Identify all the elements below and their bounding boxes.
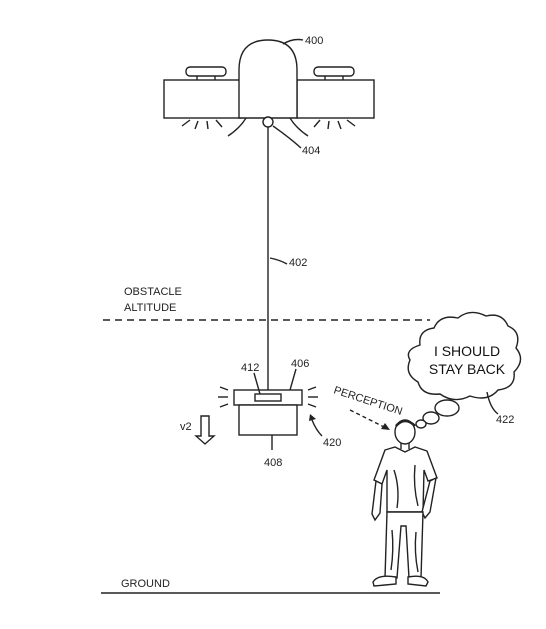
thought-cloud [407,311,522,401]
thought-line2: STAY BACK [429,361,506,377]
ref-422: 422 [496,414,514,426]
ground-label: GROUND [121,578,170,590]
velocity-label: v2 [180,421,192,433]
thought-dot-large [434,399,460,417]
leader-420 [311,419,323,437]
ref-412: 412 [241,362,259,374]
leader-402 [269,257,288,265]
uav-body [163,39,375,137]
obstacle-label-line2: ALTITUDE [124,302,176,314]
obstacle-label-line1: OBSTACLE [124,286,182,298]
ref-402: 402 [289,257,307,269]
leader-412 [253,372,261,395]
leader-404 [272,125,302,149]
ref-400: 400 [305,35,323,47]
thought-line1: I SHOULD [434,343,500,359]
ref-420: 420 [323,437,341,449]
perception-arrow [349,409,387,429]
person-figure [371,419,438,587]
arrowhead-420 [309,414,316,421]
ref-404: 404 [302,145,320,157]
perception-label: PERCEPTION [332,384,404,418]
perception-arrowhead [381,423,390,430]
leader-400 [282,38,304,45]
leader-422 [486,391,499,415]
thought-dot-medium [422,411,440,425]
payload [218,386,318,436]
thought-dot-small [415,419,427,429]
ref-408: 408 [264,457,282,469]
ref-406: 406 [291,358,309,370]
velocity-arrow [194,415,216,445]
leader-406 [289,368,297,391]
